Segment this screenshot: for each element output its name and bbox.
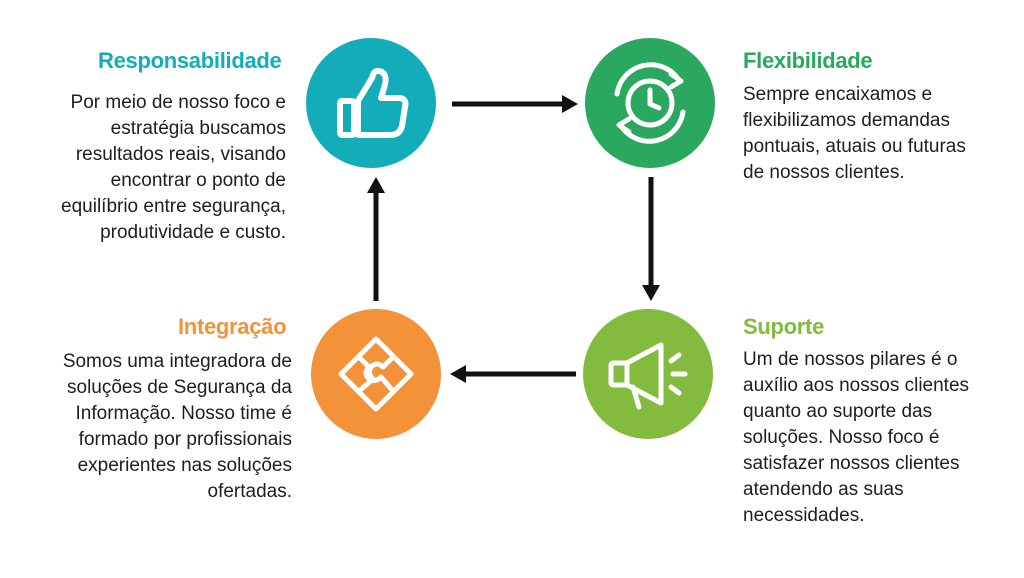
responsabilidade-title: Responsabilidade	[98, 48, 282, 73]
thumbs-up-icon	[337, 67, 409, 138]
flexibilidade-title: Flexibilidade	[743, 48, 873, 73]
responsabilidade-text: Por meio de nosso foco e estratégia busc…	[61, 92, 286, 243]
suporte-text: Um de nossos pilares é o auxílio aos nos…	[743, 349, 970, 526]
flexibilidade-circle	[585, 38, 715, 168]
puzzle-icon	[338, 336, 414, 412]
megaphone-icon	[608, 342, 688, 410]
suporte-circle	[583, 309, 713, 439]
arrow-up	[367, 177, 385, 301]
flexibilidade-text: Sempre encaixamos e flexibilizamos deman…	[743, 84, 966, 183]
arrow-left	[450, 365, 576, 383]
integracao-text: Somos uma integradora de soluções de Seg…	[62, 351, 292, 502]
arrow-right	[452, 95, 578, 113]
arrow-down	[642, 177, 660, 301]
integracao-title: Integração	[178, 314, 287, 339]
clock-refresh-icon	[614, 62, 686, 144]
integracao-circle	[311, 309, 441, 439]
responsabilidade-circle	[306, 38, 436, 168]
suporte-title: Suporte	[743, 314, 825, 339]
